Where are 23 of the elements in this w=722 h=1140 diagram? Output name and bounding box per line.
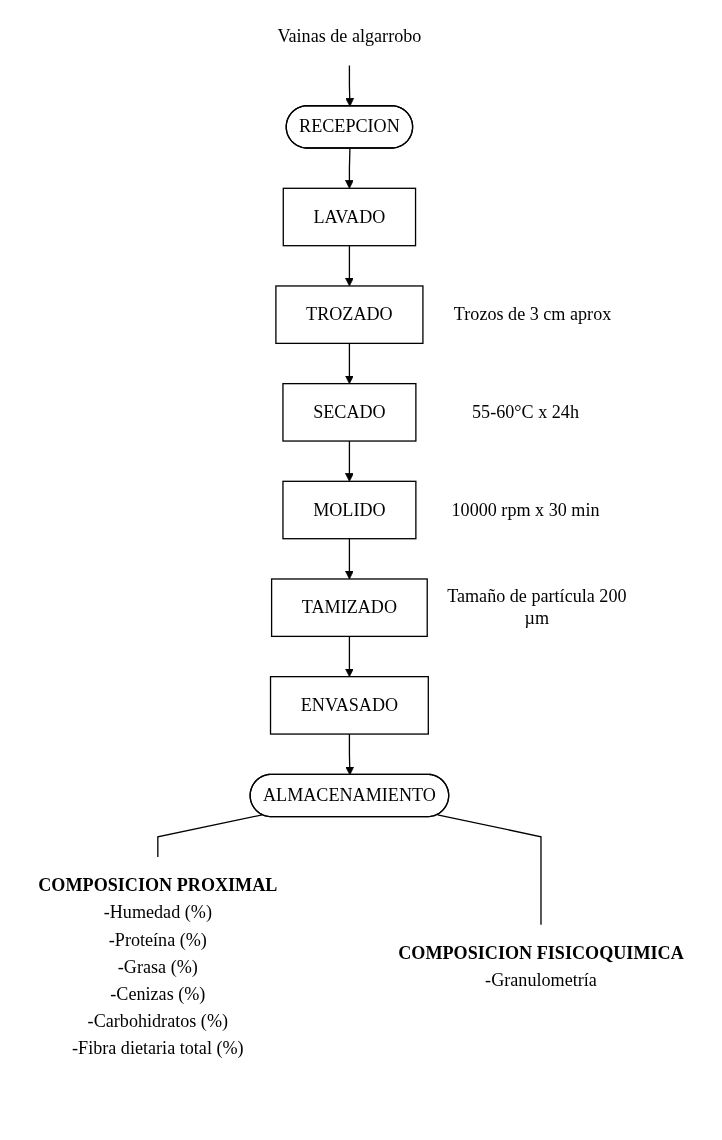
step-note: 55-60°C x 24h [472,401,579,424]
connector [436,814,542,926]
arrow [345,733,355,776]
node-box: TROZADO [275,285,424,344]
node-box: TAMIZADO [270,578,428,638]
node-box: MOLIDO [282,480,417,540]
step-note: Trozos de 3 cm aprox [453,303,612,326]
node-box: LAVADO [282,187,417,247]
arrow [345,147,354,189]
node-text: Vainas de algarrobo [277,26,422,47]
arrow [345,64,355,107]
node-box: ENVASADO [269,676,429,735]
node-text: COMPOSICION FISICOQUIMICA -Granulometría [398,942,684,991]
arrow [345,440,354,482]
arrow [345,342,354,385]
step-note: Tamaño de partícula 200 µm [446,585,628,630]
arrow [345,538,354,580]
node-box: SECADO [282,383,417,442]
connector [157,814,263,858]
arrow [345,635,354,678]
step-note: 10000 rpm x 30 min [451,499,600,521]
arrow [345,245,354,287]
node-text: COMPOSICION PROXIMAL -Humedad (%) -Proteína (%) -Grasa (%) -Cenizas (%) -Carbohidratos (%) -Fibra dietaria total (%) [38,875,278,1059]
